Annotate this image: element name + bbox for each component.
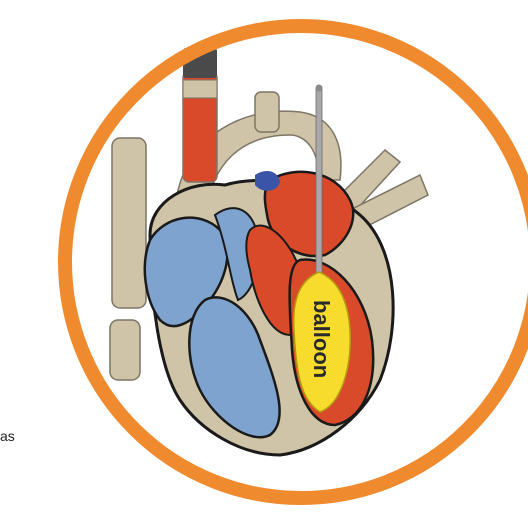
- catheter: [316, 88, 322, 280]
- vena-cava-superior: [112, 138, 146, 308]
- balloon-label: balloon: [309, 300, 334, 378]
- catheter-tip: [316, 85, 323, 92]
- artery-small: [255, 92, 279, 132]
- vena-cava-inferior: [110, 320, 140, 380]
- side-text: as: [0, 428, 15, 444]
- artery-cap-ring: [183, 80, 217, 98]
